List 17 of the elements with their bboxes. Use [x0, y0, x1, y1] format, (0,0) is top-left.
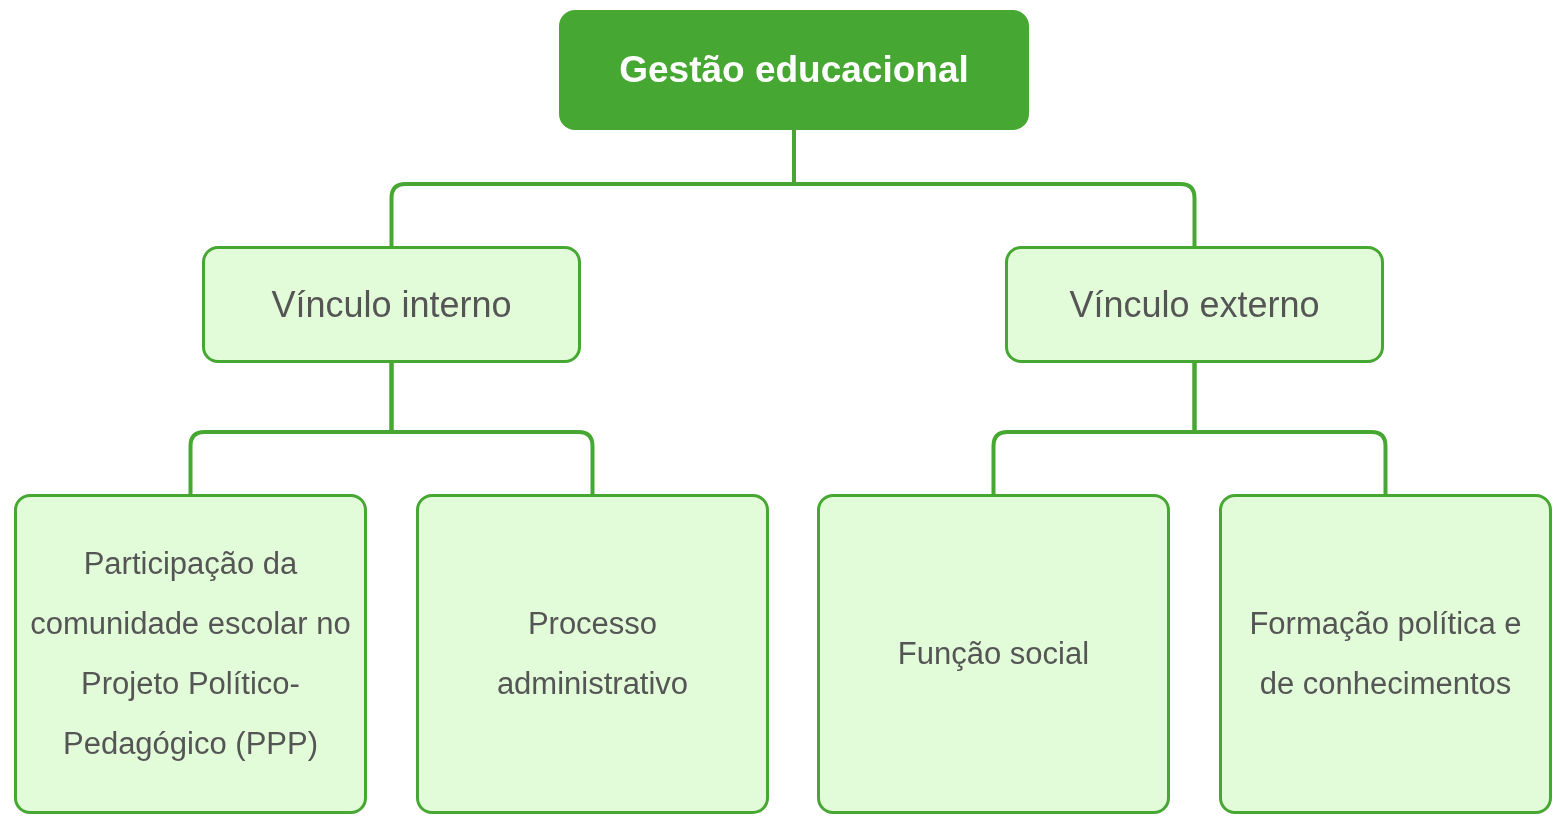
node-label: Gestão educacional — [619, 48, 969, 92]
node-label: Formação política e de conhecimentos — [1248, 605, 1523, 703]
connector-line — [1192, 363, 1388, 494]
connector-line — [389, 363, 595, 494]
topic-box — [1219, 494, 1552, 814]
node-label: Processo administrativo — [495, 605, 690, 703]
node-label: Função social — [897, 635, 1090, 673]
category-box — [202, 246, 581, 363]
node-label: Vínculo interno — [271, 282, 512, 327]
topic-box — [14, 494, 367, 814]
node-label: Participação da comunidade escolar no Projeto Político-Pedagógico (PPP) — [29, 545, 352, 763]
category-box — [1005, 246, 1384, 363]
connector-line — [792, 130, 1197, 246]
topic-box — [416, 494, 769, 814]
topic-box — [817, 494, 1170, 814]
node-label: Vínculo externo — [1069, 282, 1320, 327]
root-box — [559, 10, 1029, 130]
